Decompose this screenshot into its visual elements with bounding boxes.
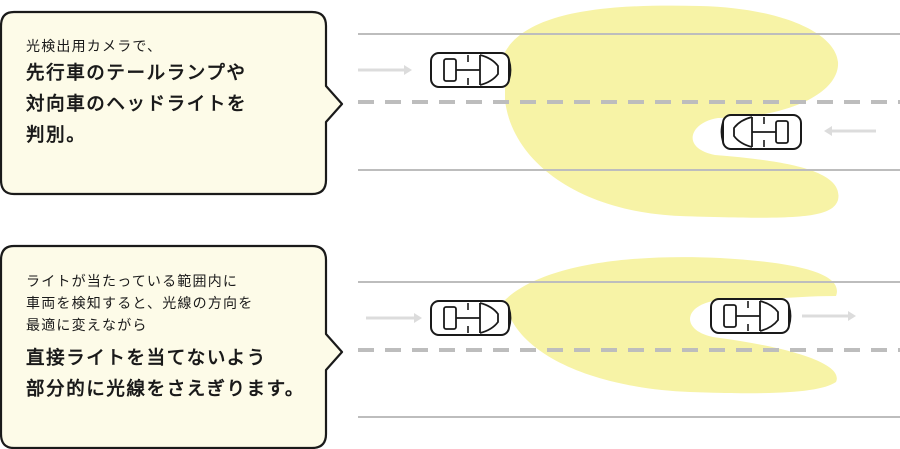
caption-bottom: ライトが当たっている範囲内に 車両を検知すると、光線の方向を 最適に変えながら … bbox=[26, 271, 305, 405]
car-icon bbox=[430, 300, 512, 336]
car-icon bbox=[720, 114, 802, 150]
caption-line: 直接ライトを当てないよう bbox=[26, 348, 267, 369]
caption-line: 判別。 bbox=[26, 125, 87, 146]
headlight-beam-top bbox=[505, 5, 839, 218]
headlight-beam-bottom bbox=[505, 257, 837, 394]
caption-line: 対向車のヘッドライトを bbox=[26, 94, 248, 115]
direction-arrow-icon bbox=[358, 65, 412, 75]
caption-line: 光検出用カメラで、 bbox=[26, 39, 163, 55]
car-icon bbox=[710, 298, 792, 334]
speech-bubble-top bbox=[0, 10, 344, 196]
caption-top: 光検出用カメラで、 先行車のテールランプや 対向車のヘッドライトを 判別。 bbox=[26, 36, 247, 151]
bottom-diagram bbox=[358, 257, 900, 418]
car-icon bbox=[430, 52, 512, 88]
direction-arrow-icon bbox=[366, 313, 422, 323]
caption-line: ライトが当たっている範囲内に bbox=[26, 274, 239, 290]
caption-line: 先行車のテールランプや bbox=[26, 63, 247, 84]
caption-line: 車両を検知すると、光線の方向を bbox=[26, 296, 254, 312]
top-diagram bbox=[358, 5, 900, 218]
speech-bubble-bottom bbox=[0, 244, 344, 449]
direction-arrow-icon bbox=[824, 126, 876, 136]
caption-line: 部分的に光線をさえぎります。 bbox=[26, 379, 305, 400]
direction-arrow-icon bbox=[802, 311, 856, 321]
caption-line: 最適に変えながら bbox=[26, 318, 148, 334]
